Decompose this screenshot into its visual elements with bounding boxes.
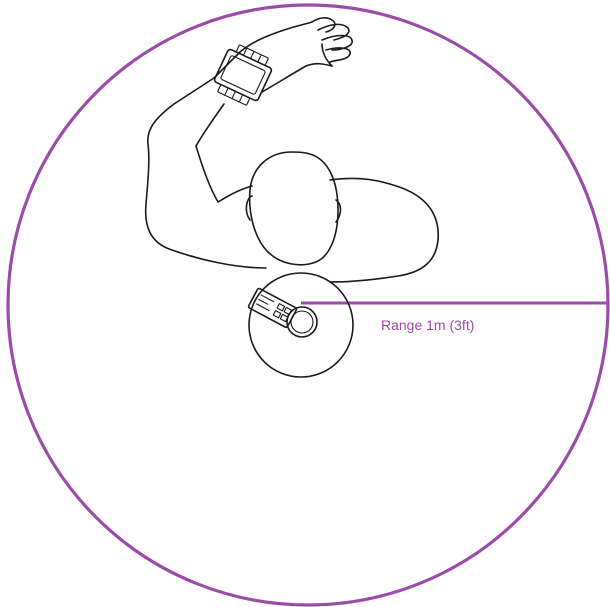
- person-ear-left: [245, 195, 253, 221]
- person-top-view: [144, 17, 439, 283]
- person-head: [248, 151, 339, 266]
- person-hand: [311, 17, 353, 67]
- person-torso: [144, 77, 439, 283]
- desk-circle: [248, 272, 354, 378]
- person-ear-right: [335, 199, 342, 223]
- range-circle: [6, 3, 610, 607]
- person-raised-arm: [195, 21, 333, 147]
- range-label: Range 1m (3ft): [381, 317, 474, 333]
- handheld-reader-icon: [247, 287, 318, 338]
- smartwatch-icon: [213, 44, 273, 106]
